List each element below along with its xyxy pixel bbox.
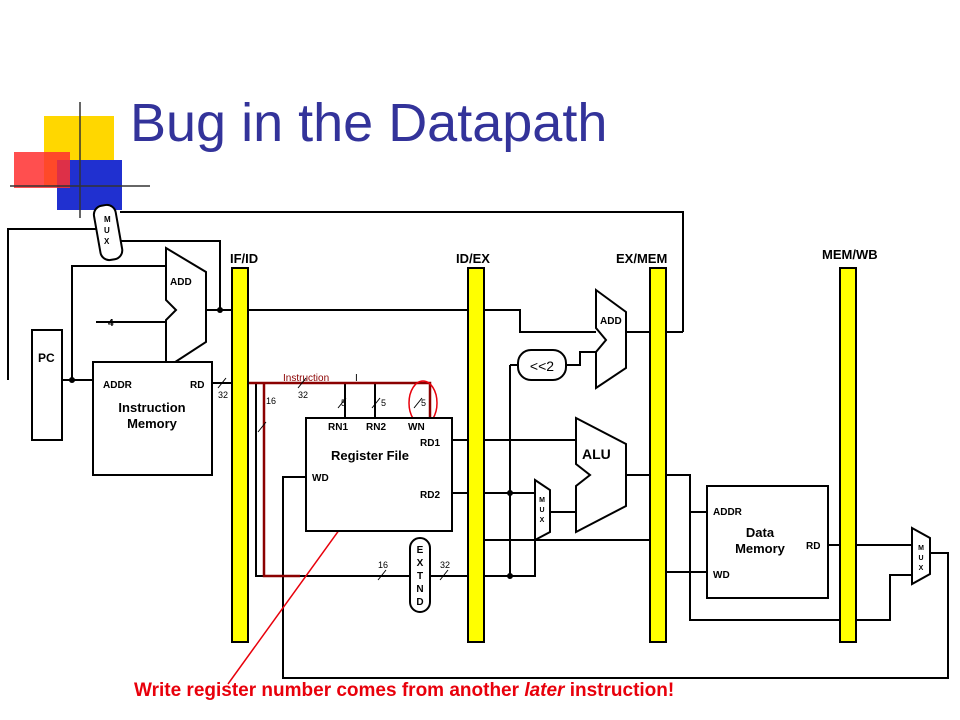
bus-slashes [217, 377, 449, 581]
junction-dots [69, 307, 513, 579]
width-ifid-out: 32 [298, 390, 308, 400]
writeback-mux [911, 526, 931, 586]
width-wn: 5 [421, 398, 426, 408]
dmem-addr-label: ADDR [713, 507, 743, 518]
wire-mux-pc [7, 228, 97, 380]
shift-left-two [517, 349, 567, 381]
width-ext-out: 32 [440, 560, 450, 570]
pc-mux-m: M [104, 215, 111, 224]
imem-addr-label: ADDR [103, 380, 133, 391]
wb-mux-x: X [919, 565, 924, 572]
wire-memwb-mux-b [856, 574, 912, 621]
wire-ext-shift-vertical [484, 365, 511, 577]
pc-register [31, 329, 63, 441]
data-memory [706, 485, 829, 599]
ex-mem-register [649, 267, 667, 643]
alu [575, 416, 627, 534]
imem-name-line2: Memory [127, 416, 178, 431]
dmem-rd-label: RD [806, 541, 820, 552]
wire-shift-adder [566, 351, 596, 366]
dmem-wd-label: WD [713, 570, 730, 581]
instruction-memory [92, 361, 213, 476]
caption-emphasis: later [524, 680, 565, 701]
mem-wb-register [839, 267, 857, 643]
wire-ext-mux [510, 525, 536, 577]
wire-rn1 [248, 382, 346, 418]
rf-wn-label: WN [408, 422, 425, 433]
register-file [305, 417, 453, 532]
imem-name-line1: Instruction [118, 400, 185, 415]
wb-mux-m: M [918, 545, 924, 552]
wire-imm-ext [255, 383, 410, 577]
caption-text-start: Write register number comes from another [134, 680, 525, 701]
mem-wb-label: MEM/WB [822, 247, 878, 262]
ext-letter-e: E [417, 545, 424, 556]
rf-name: Register File [331, 448, 409, 463]
wire-pc-branch-adder [484, 309, 596, 333]
wire-adder-mux [120, 240, 221, 310]
wire-writeback [282, 476, 949, 679]
rf-rd1-label: RD1 [420, 438, 440, 449]
highlight-wires [248, 380, 438, 578]
wb-mux-u: U [918, 555, 923, 562]
rf-rn1-label: RN1 [328, 422, 348, 433]
if-id-label: IF/ID [230, 251, 258, 266]
width-ext-in: 16 [378, 560, 388, 570]
wire-imm-highlight [262, 383, 300, 578]
alu-mux-x: X [540, 517, 545, 524]
corner-decoration [10, 102, 150, 218]
deco-red-square [14, 152, 70, 188]
wire-addr-bypass [689, 512, 840, 621]
ex-mem-label: EX/MEM [616, 251, 667, 266]
pc-adder [165, 246, 207, 370]
alu-mux-m: M [539, 497, 545, 504]
imem-rd-label: RD [190, 380, 204, 391]
instruction-bus-var: I [355, 373, 358, 384]
rf-rd2-label: RD2 [420, 490, 440, 501]
branch-adder-label: ADD [600, 316, 622, 327]
pc-adder-label: ADD [170, 277, 192, 288]
id-ex-label: ID/EX [456, 251, 490, 266]
alu-mux-u: U [539, 507, 544, 514]
alu-src-mux [534, 478, 551, 542]
width-rn1: 5 [341, 398, 346, 408]
dmem-name-line1: Data [746, 525, 775, 540]
ext-letter-t: T [417, 571, 423, 582]
caption-text-end: instruction! [564, 680, 675, 701]
slide-title: Bug in the Datapath [130, 93, 608, 153]
constant-four: 4 [108, 318, 114, 329]
wire-pc-adder [71, 265, 166, 380]
ext-letter-n: N [416, 584, 423, 595]
if-id-register [231, 267, 249, 643]
rf-wd-label: WD [312, 473, 329, 484]
pc-label: PC [38, 351, 55, 365]
sign-extend [409, 537, 431, 613]
pc-mux [92, 203, 124, 262]
ext-letter-x: X [417, 558, 424, 569]
width-imem-out: 32 [218, 390, 228, 400]
alu-label: ALU [582, 446, 611, 462]
shift-label: <<2 [530, 358, 554, 374]
bug-caption: Write register number comes from another… [134, 680, 674, 702]
id-ex-register [467, 267, 485, 643]
width-imm-field: 16 [266, 396, 276, 406]
dmem-name-line2: Memory [735, 541, 786, 556]
width-rn2: 5 [381, 398, 386, 408]
pc-mux-u: U [104, 226, 110, 235]
bus-width-labels: 32 32 16 5 5 5 16 32 [218, 390, 450, 570]
rf-rn2-label: RN2 [366, 422, 386, 433]
pc-mux-x: X [104, 237, 110, 246]
branch-adder [595, 288, 627, 390]
wire-exmem-dmem-addr [666, 474, 707, 513]
wire-branch-target [120, 211, 684, 332]
ext-letter-d: D [416, 597, 423, 608]
